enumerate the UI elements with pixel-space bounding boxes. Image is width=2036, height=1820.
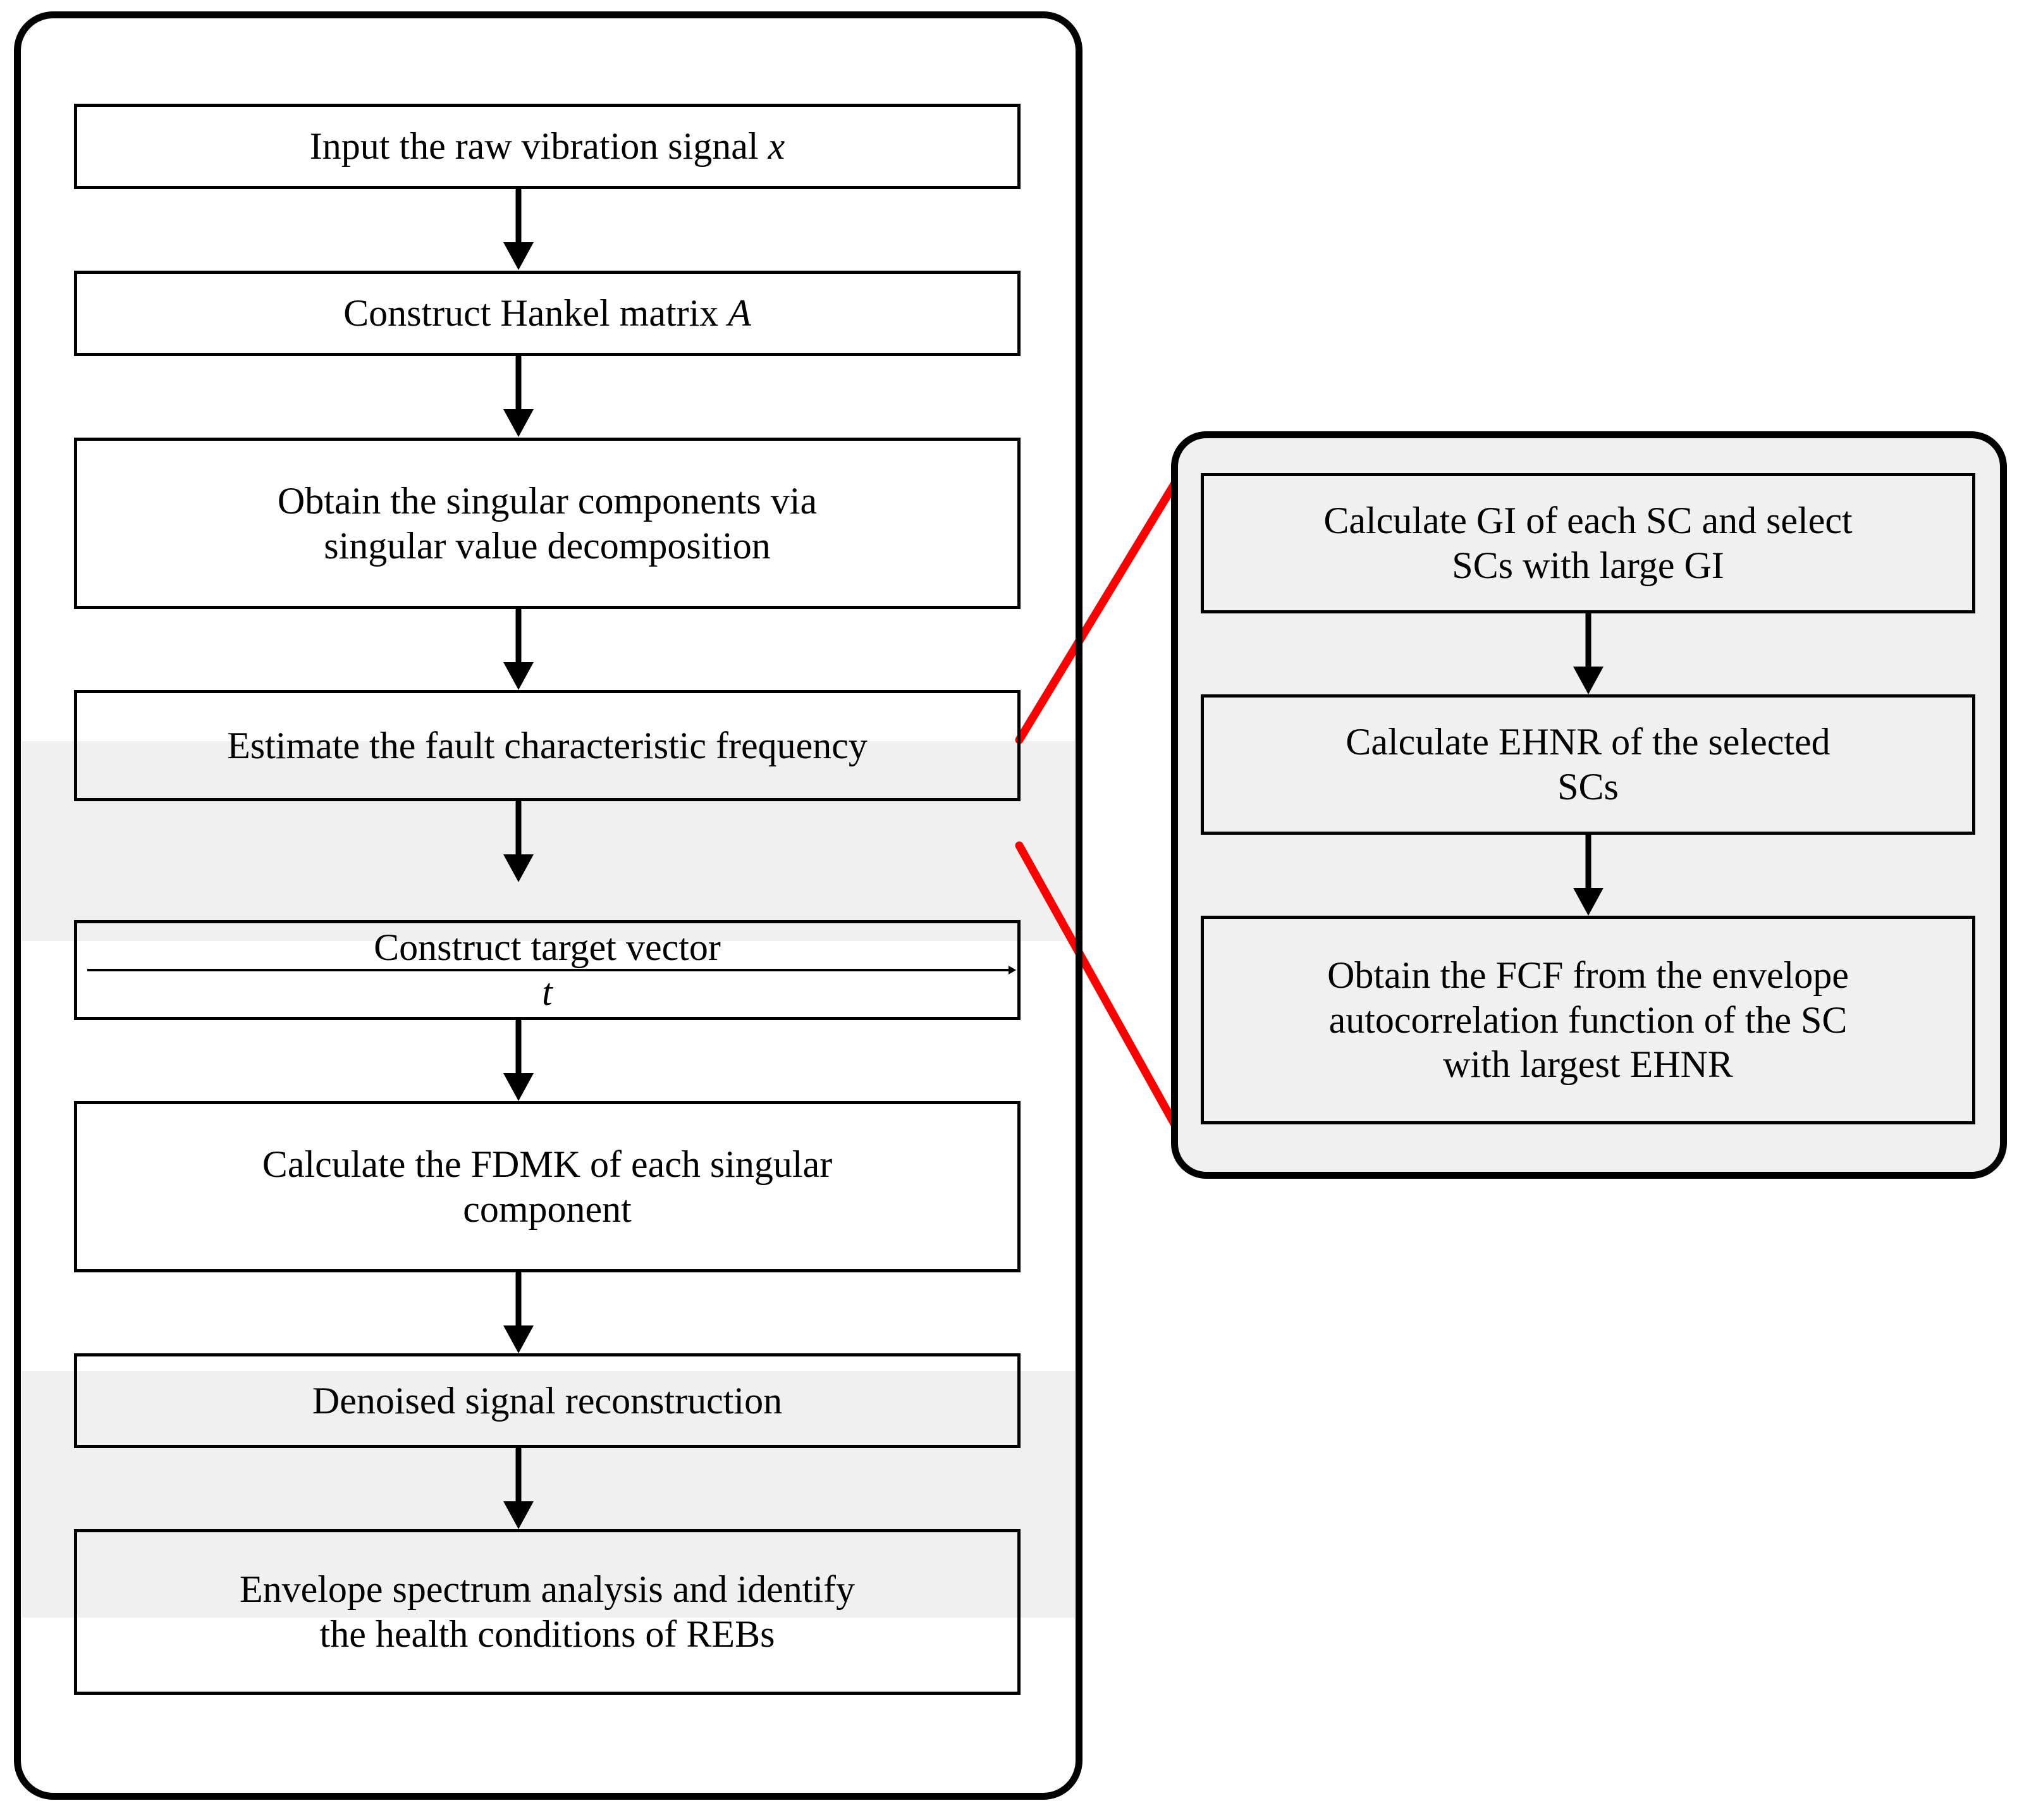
arrow-7 [500,1448,537,1529]
arrow-2 [500,356,537,437]
arrow-3 [500,609,537,690]
arrow-1 [500,189,537,270]
arrow-6 [500,1272,537,1353]
step-estimate-fcf[interactable]: Estimate the fault characteristic freque… [74,690,1021,801]
sub-arrow-1 [1569,613,1607,694]
step-input-signal[interactable]: Input the raw vibration signal x [74,104,1021,189]
step-hankel-matrix[interactable]: Construct Hankel matrix A [74,271,1021,356]
step-estimate-fcf-label: Estimate the fault characteristic freque… [227,724,868,766]
step-target-vector[interactable]: Construct target vector t [74,920,1021,1020]
sub-arrow-2 [1569,835,1607,916]
step-denoise[interactable]: Denoised signal reconstruction [74,1353,1021,1448]
arrow-4 [500,801,537,882]
main-procedure-panel [14,11,1082,1800]
fcf-estimation-detail-panel [1171,431,2007,1179]
step-hankel-matrix-label: Construct Hankel matrix A [343,292,751,335]
arrow-5 [500,1020,537,1101]
highlight-band-envelope-spectrum [22,1371,1075,1618]
step-denoise-label: Denoised signal reconstruction [312,1379,783,1422]
highlight-band-estimate-fcf [22,741,1075,941]
step-input-signal-label: Input the raw vibration signal x [309,125,785,168]
step-target-vector-label: Construct target vector t [77,925,1017,1015]
